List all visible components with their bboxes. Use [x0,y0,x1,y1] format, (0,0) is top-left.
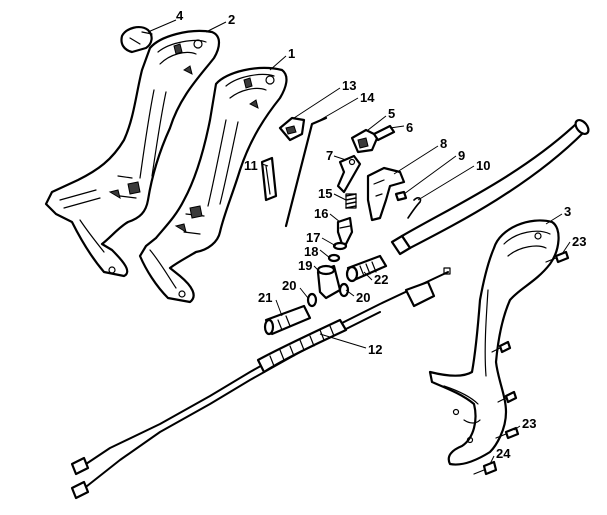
screw-part-24[interactable] [473,460,498,476]
callout-7: 7 [326,148,333,163]
callout-13: 13 [342,78,356,93]
callout-17: 17 [306,230,320,245]
valve-stem-part-16[interactable] [336,216,354,246]
handle-housing-front[interactable] [138,66,288,304]
fitting-part-19[interactable] [316,264,342,300]
oring-part-20-right[interactable] [338,282,350,298]
callout-16: 16 [314,206,328,221]
lever-part-7[interactable] [336,154,362,194]
handle-cover[interactable] [428,219,560,466]
cap-part-4[interactable] [120,26,153,54]
callout-6: 6 [406,120,413,135]
spring-part-6[interactable] [372,124,396,142]
throttle-trigger-part-8[interactable] [366,166,406,222]
hose[interactable] [390,118,591,256]
callout-12: 12 [368,342,382,357]
rod-part-14[interactable] [284,116,328,228]
handle-housing-rear[interactable] [44,29,221,278]
seal-part-17[interactable] [332,241,348,251]
callout-24: 24 [496,446,511,461]
spring-part-15[interactable] [345,193,357,209]
callout-20-left: 20 [282,278,296,293]
callout-4: 4 [176,8,184,23]
callout-10: 10 [476,158,490,173]
callout-21: 21 [258,290,272,305]
lock-part-5[interactable] [350,128,380,154]
callout-1: 1 [288,46,295,61]
lever-part-13[interactable] [278,116,306,142]
nipple-part-22[interactable] [345,254,388,283]
callout-22: 22 [374,272,388,287]
callout-8: 8 [440,136,447,151]
callout-numbers: 4 2 1 13 14 5 6 7 8 9 10 11 15 16 17 18 … [176,8,586,461]
screw-unlabeled[interactable] [491,340,518,404]
callout-20-right: 20 [356,290,370,305]
spring-part-10[interactable] [407,197,422,219]
callout-19: 19 [298,258,312,273]
clip-part-11[interactable] [260,156,278,202]
callout-15: 15 [318,186,332,201]
callout-5: 5 [388,106,395,121]
callout-23-lower: 23 [522,416,536,431]
cable-part-12[interactable] [70,267,451,500]
callout-14: 14 [360,90,375,105]
oring-part-18[interactable] [327,253,341,263]
connector-part-21[interactable] [263,304,312,336]
callout-11: 11 [244,158,258,173]
callout-3: 3 [564,204,571,219]
pin-part-9[interactable] [394,190,408,202]
callout-9: 9 [458,148,465,163]
screw-part-23-lower[interactable] [495,426,520,440]
callout-2: 2 [228,12,235,27]
callout-23-upper: 23 [572,234,586,249]
callout-18: 18 [304,244,318,259]
leader-lines [147,19,571,465]
oring-part-20-left[interactable] [306,292,318,308]
